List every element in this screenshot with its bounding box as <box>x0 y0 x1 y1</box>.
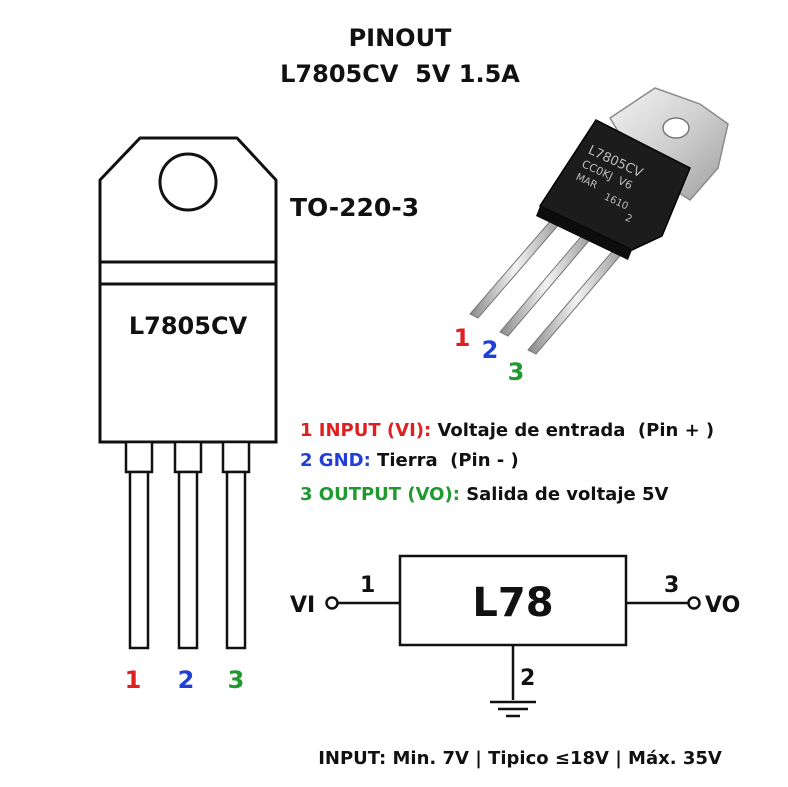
photo-pin-3-label: 3 <box>508 358 525 386</box>
regulator-block <box>398 554 628 647</box>
outline-pin-1-label: 1 <box>125 666 142 694</box>
to220-body-outline <box>98 260 278 444</box>
input-terminal-label: VI <box>290 593 315 618</box>
output-terminal-icon <box>687 596 701 610</box>
page-subtitle: L7805CV 5V 1.5A <box>280 60 520 88</box>
input-pin-number: 1 <box>360 573 375 598</box>
pin-3-name: 3 OUTPUT (VO): <box>300 484 460 505</box>
output-pin-number: 3 <box>664 573 679 598</box>
pin-1-name: 1 INPUT (VI): <box>300 420 431 441</box>
regulator-block-label: L78 <box>472 580 553 626</box>
photo-body-side <box>536 206 632 260</box>
pin-descriptions: 1 INPUT (VI): Voltaje de entrada (Pin + … <box>300 420 714 505</box>
photo-black-body <box>538 119 691 251</box>
pin-3-text: Salida de voltaje 5V <box>460 484 669 505</box>
pin-2-description: 2 GND: Tierra (Pin - ) <box>300 450 519 471</box>
page-title: PINOUT <box>349 24 452 52</box>
photo-pin-2-label: 2 <box>482 336 499 364</box>
to220-outline-drawing: L7805CV 1 2 3 <box>98 136 278 694</box>
pin-1-description: 1 INPUT (VI): Voltaje de entrada (Pin + … <box>300 420 714 441</box>
pin-2-name: 2 GND: <box>300 450 371 471</box>
package-name: TO-220-3 <box>290 193 419 222</box>
regulator-photo: L7805CV CC0KJ V6 MAR 1610 2 1 2 3 <box>454 87 729 386</box>
photo-pin-1-label: 1 <box>454 324 471 352</box>
outline-pin-2-label: 2 <box>178 666 195 694</box>
schematic-symbol: L78 VI 1 3 VO 2 <box>290 554 740 718</box>
output-terminal-label: VO <box>705 593 740 618</box>
photo-mounting-hole-icon <box>662 117 690 139</box>
photo-lead-2 <box>499 231 594 337</box>
input-terminal-icon <box>325 596 339 610</box>
lead-1 <box>124 440 154 650</box>
pin-2-text: Tierra (Pin - ) <box>371 450 519 471</box>
ground-symbol-icon <box>490 700 536 718</box>
photo-lead-1 <box>469 217 562 319</box>
to220-body-label: L7805CV <box>129 312 248 340</box>
mounting-hole-icon <box>158 152 218 212</box>
pin-3-description: 3 OUTPUT (VO): Salida de voltaje 5V <box>300 484 668 505</box>
ground-pin-number: 2 <box>520 666 535 691</box>
lead-2 <box>173 440 203 650</box>
input-voltage-specs: INPUT: Min. 7V | Tipico ≤18V | Máx. 35V <box>318 748 722 769</box>
lead-3 <box>221 440 251 650</box>
photo-lead-3 <box>527 245 626 355</box>
pin-1-text: Voltaje de entrada (Pin + ) <box>431 420 714 441</box>
outline-pin-3-label: 3 <box>228 666 245 694</box>
photo-marking-5: 2 <box>623 213 633 226</box>
